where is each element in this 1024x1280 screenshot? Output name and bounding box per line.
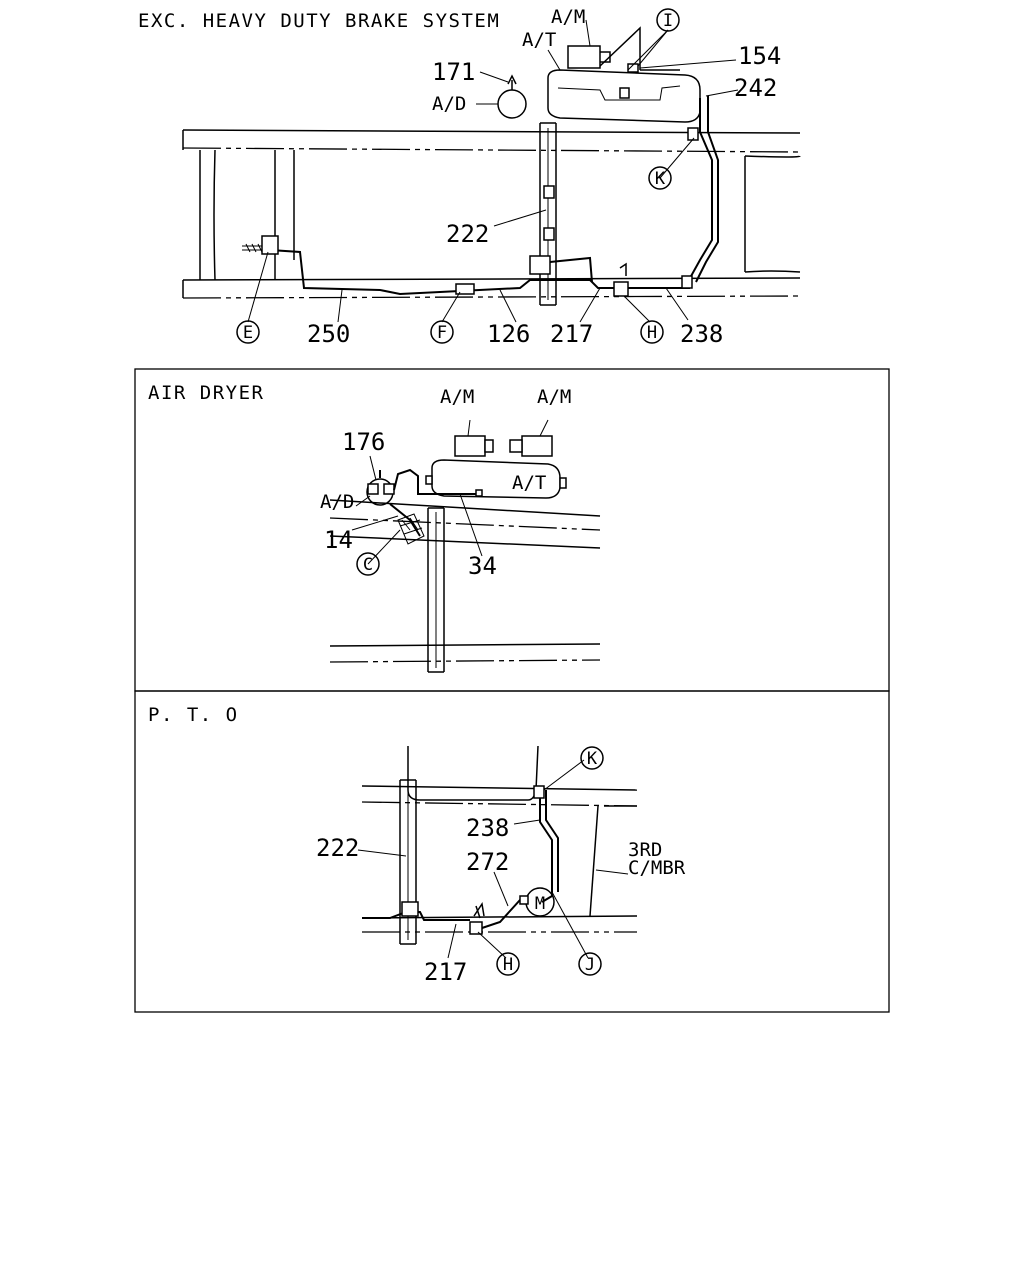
callout-circle-c	[356, 552, 380, 576]
label-at-dryer: A/T	[512, 472, 546, 494]
label-154: 154	[738, 42, 781, 70]
label-222-pto: 222	[316, 834, 359, 862]
section-pto: P. T. O	[134, 690, 890, 1013]
callout-circle-k-pto	[580, 746, 604, 770]
frame-rails-dryer	[329, 499, 601, 673]
callout-j-letter: J	[585, 955, 595, 975]
label-ad-dryer: A/D	[320, 491, 354, 513]
section-title-air-dryer: AIR DRYER	[148, 382, 264, 404]
label-ad-top: A/D	[432, 93, 466, 115]
leaders-pto	[357, 759, 629, 959]
callout-circle-k-top	[648, 166, 672, 190]
callout-circle-h-top	[640, 320, 664, 344]
label-217-pto: 217	[424, 958, 467, 986]
label-272: 272	[466, 848, 509, 876]
pipes-top	[242, 96, 719, 297]
air-tank-top	[547, 69, 701, 123]
section-title-pto: P. T. O	[148, 704, 239, 726]
callout-circle-j	[578, 952, 602, 976]
label-3rd: 3RD	[628, 839, 662, 861]
callout-c-letter: C	[363, 555, 373, 575]
air-motors-dryer	[454, 419, 553, 457]
callout-m-letter: M	[535, 894, 545, 914]
label-cmbr: C/MBR	[628, 857, 686, 879]
label-250: 250	[307, 320, 350, 348]
callout-e-letter: E	[243, 323, 253, 343]
section-title-heavy-duty-brake: EXC. HEAVY DUTY BRAKE SYSTEM	[138, 10, 500, 32]
air-dryer-unit	[366, 468, 483, 545]
panel-pto	[134, 690, 890, 1013]
callout-circle-e	[236, 320, 260, 344]
label-14: 14	[324, 526, 353, 554]
leaders-dryer	[351, 455, 483, 565]
callout-circle-i	[656, 8, 680, 32]
air-dryer-ball-top	[497, 89, 527, 119]
callout-i-letter: I	[663, 11, 673, 31]
callout-f-letter: F	[437, 323, 447, 343]
frame-rails-top	[182, 122, 801, 306]
label-238-top: 238	[680, 320, 723, 348]
callout-circle-f	[430, 320, 454, 344]
section-air-dryer: AIR DRYER	[134, 368, 890, 692]
label-am-dryer-1: A/M	[440, 386, 474, 408]
label-at-top: A/T	[522, 29, 556, 51]
label-176: 176	[342, 428, 385, 456]
section-heavy-duty-brake: EXC. HEAVY DUTY BRAKE SYSTEM	[138, 6, 801, 348]
callout-circle-h-pto	[496, 952, 520, 976]
label-238-pto: 238	[466, 814, 509, 842]
label-am-top: A/M	[551, 6, 585, 28]
pipes-pto	[362, 785, 559, 935]
leaders-top	[247, 19, 739, 323]
label-242: 242	[734, 74, 777, 102]
air-motor-top	[567, 26, 680, 73]
label-am-dryer-2: A/M	[537, 386, 571, 408]
callout-h-pto-letter: H	[503, 955, 513, 975]
label-34: 34	[468, 552, 497, 580]
panel-air-dryer	[134, 368, 890, 692]
label-217-top: 217	[550, 320, 593, 348]
callout-k-top-letter: K	[655, 169, 666, 189]
label-171: 171	[432, 58, 475, 86]
callout-h-top-letter: H	[647, 323, 657, 343]
label-222-top: 222	[446, 220, 489, 248]
callout-k-pto-letter: K	[587, 749, 598, 769]
label-126: 126	[487, 320, 530, 348]
